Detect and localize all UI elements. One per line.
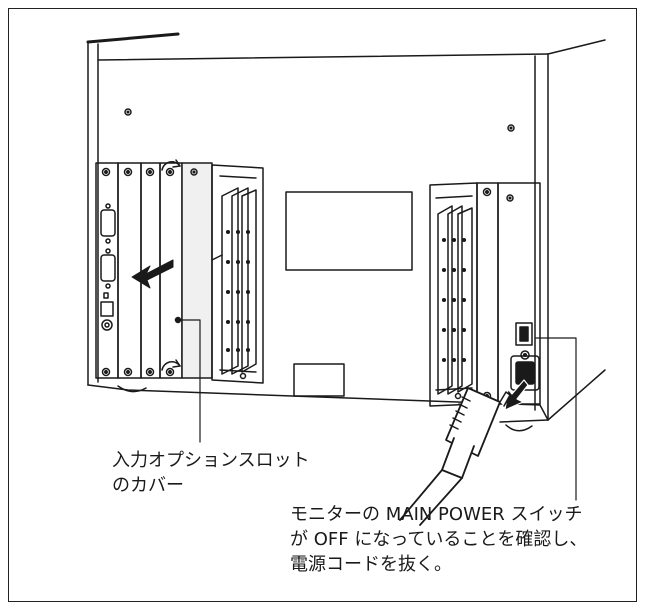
right-heatsink-board bbox=[429, 182, 478, 407]
main-power-instruction-line3: 電源コードを抜く。 bbox=[290, 554, 452, 575]
main-power-instruction-line2: が OFF になっていることを確認し、 bbox=[290, 529, 588, 550]
main-power-switch bbox=[515, 322, 533, 346]
option-slot-cover-label-line1: 入力オプションスロット bbox=[112, 450, 310, 471]
main-power-instruction-label: モニターの MAIN POWER スイッチ が OFF になっていることを確認し… bbox=[290, 502, 587, 577]
chassis-screws bbox=[124, 108, 515, 132]
option-slot-cover bbox=[174, 162, 213, 379]
left-heatsink-board bbox=[211, 164, 264, 384]
label-plate bbox=[285, 191, 413, 271]
unplug-arrow bbox=[504, 379, 529, 411]
slide-out-arrow bbox=[131, 259, 174, 289]
power-cord bbox=[399, 387, 511, 526]
option-slot-cover-label: 入力オプションスロット のカバー bbox=[112, 448, 310, 498]
option-slot-cover-label-line2: のカバー bbox=[112, 475, 184, 496]
callout-leaders bbox=[177, 319, 577, 501]
monitor-feet bbox=[117, 385, 533, 432]
bottom-vent bbox=[293, 363, 345, 397]
ac-power-inlet bbox=[510, 350, 540, 391]
main-power-instruction-line1: モニターの MAIN POWER スイッチ bbox=[290, 504, 583, 525]
